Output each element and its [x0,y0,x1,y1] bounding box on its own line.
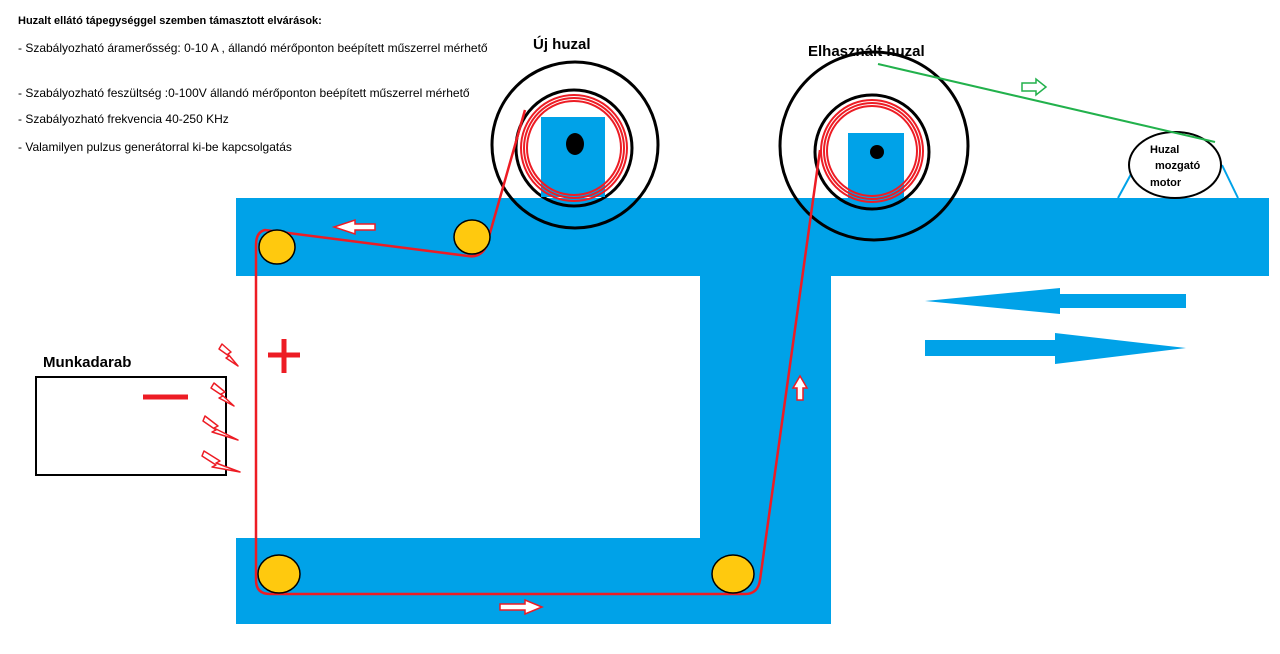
requirement-item-voltage: - Szabályozható feszültség :0-100V állan… [18,86,470,100]
pulleys [257,219,755,594]
new-wire-spool [490,60,660,230]
wire-arrow-right-icon [499,598,544,616]
arrow-right-icon [925,333,1186,364]
pulley-top-middle [453,219,491,255]
wire-arrow-up-icon [791,374,809,401]
arrow-left-icon [925,288,1186,314]
belt-direction-arrow-icon [1021,77,1048,97]
pulley-top-left [258,229,296,265]
spark-icons [201,343,241,473]
wire-path [254,109,822,596]
motor-label-line2: mozgató [1155,160,1201,172]
workpiece-box [35,376,227,476]
machine-frame [236,198,1269,624]
pulley-bottom-right [711,554,755,594]
requirement-item-current: - Szabályozható áramerősség: 0-10 A , ál… [18,41,488,55]
pulley-bottom-left [257,554,301,594]
motor-label-line1: Huzal [1150,144,1180,156]
requirement-item-pulse: - Valamilyen pulzus generátorral ki-be k… [18,140,292,154]
wire-direction-arrows [331,218,809,616]
used-wire-label: Elhasznált huzal [808,43,925,60]
plus-sign [268,339,300,373]
motor-belt [877,63,1216,143]
requirement-item-frequency: - Szabályozható frekvencia 40-250 KHz [18,112,229,126]
workpiece-label: Munkadarab [43,354,132,371]
travel-arrows [925,288,1186,364]
new-wire-label: Új huzal [533,36,591,53]
requirements-title: Huzalt ellátó tápegységgel szemben támas… [18,15,322,27]
used-wire-spool [778,50,970,242]
motor-label-line3: motor [1150,177,1182,189]
wire-arrow-left-icon [331,218,376,236]
